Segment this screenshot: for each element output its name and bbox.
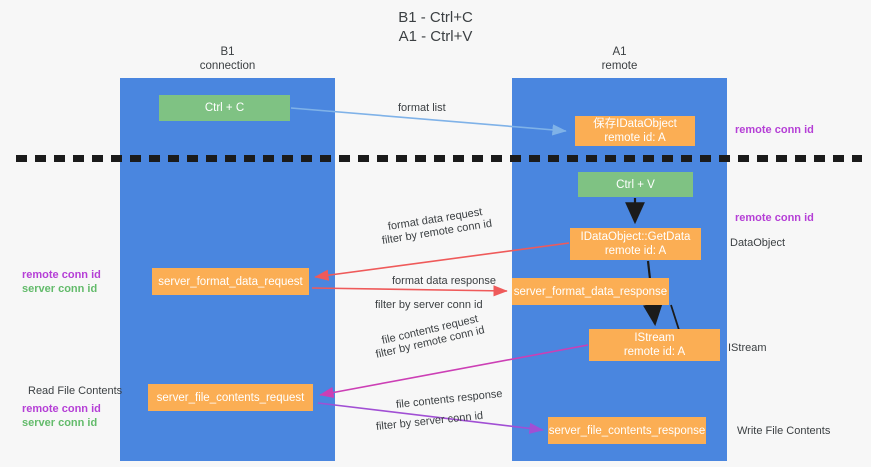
annotation-right-dataobject: DataObject (730, 237, 786, 249)
title-line-1: B1 - Ctrl+C (398, 9, 473, 26)
filter-key-server-conn-id: server conn id (413, 299, 483, 311)
node-save-idataobject-sub: remote id: A (604, 132, 666, 144)
node-getdata-sub: remote id: A (604, 245, 667, 257)
phase-divider (16, 155, 862, 162)
node-save-idataobject[interactable]: 保存IDataObject remote id: A (575, 116, 695, 146)
filter-prefix: filter by (375, 299, 414, 311)
edge-format-data-request (314, 242, 570, 281)
node-idataobject-getdata[interactable]: IDataObject::GetData remote id: A (570, 228, 701, 260)
annotation-right-write-file-contents: Write File Contents (737, 425, 831, 437)
annotation-right-istream: IStream (728, 342, 767, 354)
node-server-format-data-request[interactable]: server_format_data_request (152, 268, 309, 295)
node-server-file-contents-request-label: server_file_contents_request (156, 391, 305, 404)
node-getdata-label: IDataObject::GetData (580, 231, 691, 243)
column-a1-name: A1 (612, 46, 627, 58)
node-istream[interactable]: IStream remote id: A (589, 329, 720, 361)
column-b1-name: B1 (220, 46, 235, 58)
title-line-2: A1 - Ctrl+V (398, 28, 473, 45)
column-header-a1: A1 remote (512, 45, 727, 73)
node-istream-sub: remote id: A (623, 346, 686, 358)
node-server-file-contents-request[interactable]: server_file_contents_request (148, 384, 313, 411)
edge-label-format-data-response-filter: filter by server conn id (375, 298, 483, 312)
annotation-left-server-conn-id-bottom: server conn id (22, 417, 98, 429)
annotation-left-remote-conn-id-bottom: remote conn id (22, 403, 101, 415)
annotation-left-read-file-contents: Read File Contents (28, 385, 123, 397)
annotation-right-remote-conn-id-top: remote conn id (735, 124, 814, 136)
edge-format-data-response (311, 285, 508, 297)
node-ctrl-v[interactable]: Ctrl + V (578, 172, 693, 197)
filter-prefix: filter by (375, 417, 415, 433)
node-server-format-data-response[interactable]: server_format_data_response (512, 278, 669, 305)
edge-format-list (290, 107, 567, 136)
node-server-file-contents-response[interactable]: server_file_contents_response (548, 417, 706, 444)
column-a1-role: remote (601, 60, 638, 72)
edge-response-to-istream (670, 304, 680, 331)
edge-label-format-data-response: format data response (392, 275, 496, 287)
column-header-b1: B1 connection (120, 45, 335, 73)
node-server-format-data-response-label: server_format_data_response (513, 285, 668, 298)
annotation-left-remote-conn-id-mid: remote conn id (22, 269, 101, 281)
edge-label-format-list: format list (398, 102, 446, 114)
node-ctrl-v-label: Ctrl + V (616, 178, 655, 191)
annotation-left-server-conn-id-mid: server conn id (22, 283, 98, 295)
edge-file-contents-response (317, 402, 544, 434)
node-save-idataobject-label: 保存IDataObject (593, 118, 677, 130)
node-istream-label: IStream (634, 332, 675, 344)
node-ctrl-c[interactable]: Ctrl + C (159, 95, 290, 121)
diagram-title: B1 - Ctrl+C A1 - Ctrl+V (0, 8, 871, 46)
node-server-format-data-request-label: server_format_data_request (158, 275, 303, 288)
edge-file-contents-request (319, 344, 589, 399)
column-b1-role: connection (199, 60, 256, 72)
node-server-file-contents-response-label: server_file_contents_response (548, 424, 706, 437)
annotation-right-remote-conn-id-mid: remote conn id (735, 212, 814, 224)
node-ctrl-c-label: Ctrl + C (204, 102, 245, 114)
